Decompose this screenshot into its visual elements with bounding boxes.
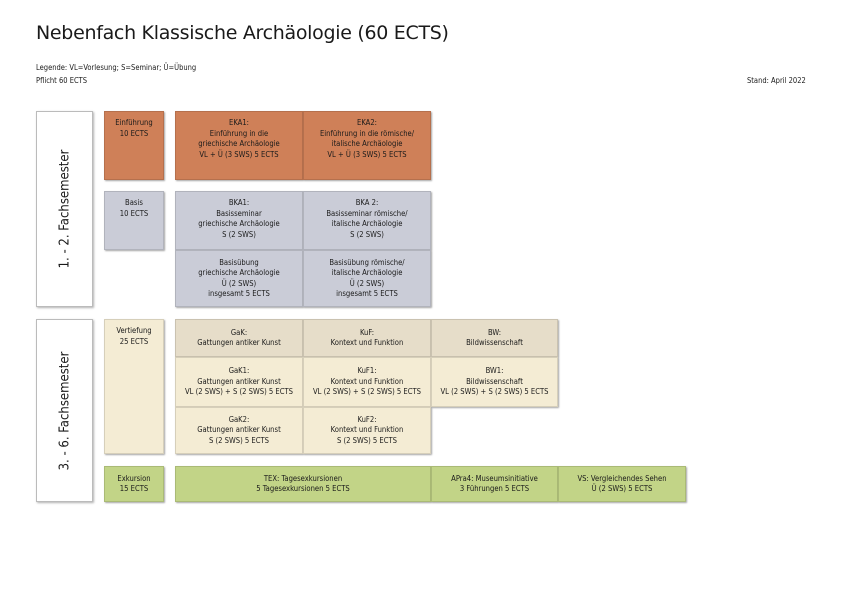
module-text-line: italische Archäologie	[331, 268, 403, 277]
pflicht-label: Pflicht 60 ECTS	[36, 76, 88, 85]
module-text-line: KuF1:	[357, 366, 377, 376]
module-text-line: EKA2:	[357, 118, 377, 127]
module-text-line: S (2 SWS)	[222, 229, 256, 239]
module-text-line: VL (2 SWS) + S (2 SWS) 5 ECTS	[440, 387, 549, 397]
module-text-line: Vertiefung	[116, 326, 152, 335]
module-text-line: Einführung	[115, 118, 153, 127]
bka2-module: BKA 2:Basisseminar römische/italische Ar…	[303, 191, 431, 250]
module-text-line: Einführung in die	[209, 128, 269, 138]
module-text-line: Ü (2 SWS) 5 ECTS	[591, 484, 653, 493]
module-text-line: GaK:	[230, 327, 248, 337]
module-text-line: Kontext und Funktion	[330, 425, 404, 435]
semester-3-6: 3. - 6. Fachsemester	[36, 319, 93, 502]
module-text-line: Kontext und Funktion	[330, 376, 404, 386]
module-text-line: KuF2:	[357, 414, 377, 424]
module-text-line: italische Archäologie	[331, 139, 403, 148]
module-text-line: VS: Vergleichendes Sehen	[577, 473, 667, 483]
module-text-line: BW1:	[485, 366, 504, 376]
bw-header: BW:Bildwissenschaft	[431, 319, 558, 357]
module-text-line: TEX: Tagesexkursionen	[263, 473, 343, 483]
module-text-line: EKA1:	[229, 118, 249, 127]
module-text-line: Exkursion	[117, 473, 151, 483]
module-text-line: S (2 SWS)	[350, 229, 384, 239]
legend: Legende: VL=Vorlesung; S=Seminar; Ü=Übun…	[36, 63, 197, 72]
basisuebung-2: Basisübung römische/italische Archäologi…	[303, 250, 431, 307]
semester-label: 3. - 6. Fachsemester	[57, 351, 72, 470]
page-title: Nebenfach Klassische Archäologie (60 ECT…	[36, 22, 449, 44]
module-text-line: Einführung in die römische/	[319, 128, 415, 138]
module-text-line: S (2 SWS) 5 ECTS	[208, 435, 270, 445]
module-text-line: Gattungen antiker Kunst	[197, 425, 281, 435]
module-text-line: Basisseminar	[216, 208, 262, 218]
eka2-module: EKA2:Einführung in die römische/italisch…	[303, 111, 431, 180]
module-text-line: Gattungen antiker Kunst	[197, 338, 281, 347]
gak-header: GaK:Gattungen antiker Kunst	[175, 319, 303, 357]
module-text-line: insgesamt 5 ECTS	[336, 289, 398, 298]
module-text-line: Bildwissenschaft	[466, 338, 523, 347]
module-text-line: 15 ECTS	[119, 484, 149, 493]
module-text-line: italische Archäologie	[331, 219, 403, 228]
module-text-line: Basis	[125, 198, 143, 207]
module-text-line: griechische Archäologie	[198, 139, 280, 148]
module-text-line: VL + Ü (3 SWS) 5 ECTS	[199, 149, 279, 159]
module-text-line: GaK2:	[228, 414, 250, 424]
module-text-line: Basisübung	[219, 257, 259, 267]
module-text-line: Bildwissenschaft	[466, 376, 523, 386]
module-text-line: insgesamt 5 ECTS	[208, 289, 270, 298]
module-text-line: BKA 2:	[355, 198, 379, 207]
module-text-line: Ü (2 SWS)	[221, 278, 257, 288]
module-text-line: Basisseminar römische/	[326, 208, 408, 218]
module-text-line: Kontext und Funktion	[330, 338, 404, 347]
module-text-line: griechische Archäologie	[198, 268, 280, 277]
kuf-header: KuF:Kontext und Funktion	[303, 319, 431, 357]
semester-1-2: 1. - 2. Fachsemester	[36, 111, 93, 307]
module-text-line: Ü (2 SWS)	[349, 278, 385, 288]
semester-label: 1. - 2. Fachsemester	[57, 149, 72, 269]
module-text-line: BW:	[487, 327, 502, 337]
module-text-line: 3 Führungen 5 ECTS	[459, 484, 530, 493]
module-text-line: griechische Archäologie	[198, 219, 280, 228]
module-text-line: Basisübung römische/	[329, 257, 405, 267]
module-text-line: 10 ECTS	[119, 128, 149, 138]
module-text-line: KuF:	[359, 327, 375, 337]
module-text-line: GaK1:	[228, 366, 250, 376]
module-text-line: APra4: Museumsinitiative	[451, 473, 538, 483]
module-text-line: 10 ECTS	[119, 208, 149, 218]
stand-label: Stand: April 2022	[747, 76, 806, 85]
module-text-line: VL (2 SWS) + S (2 SWS) 5 ECTS	[312, 387, 422, 397]
module-text-line: 25 ECTS	[119, 336, 149, 346]
module-text-line: Gattungen antiker Kunst	[197, 376, 281, 386]
module-text-line: VL (2 SWS) + S (2 SWS) 5 ECTS	[184, 387, 294, 397]
module-text-line: VL + Ü (3 SWS) 5 ECTS	[327, 149, 407, 159]
module-text-line: 5 Tagesexkursionen 5 ECTS	[256, 484, 350, 493]
module-text-line: S (2 SWS) 5 ECTS	[336, 435, 398, 445]
module-text-line: BKA1:	[228, 198, 250, 207]
